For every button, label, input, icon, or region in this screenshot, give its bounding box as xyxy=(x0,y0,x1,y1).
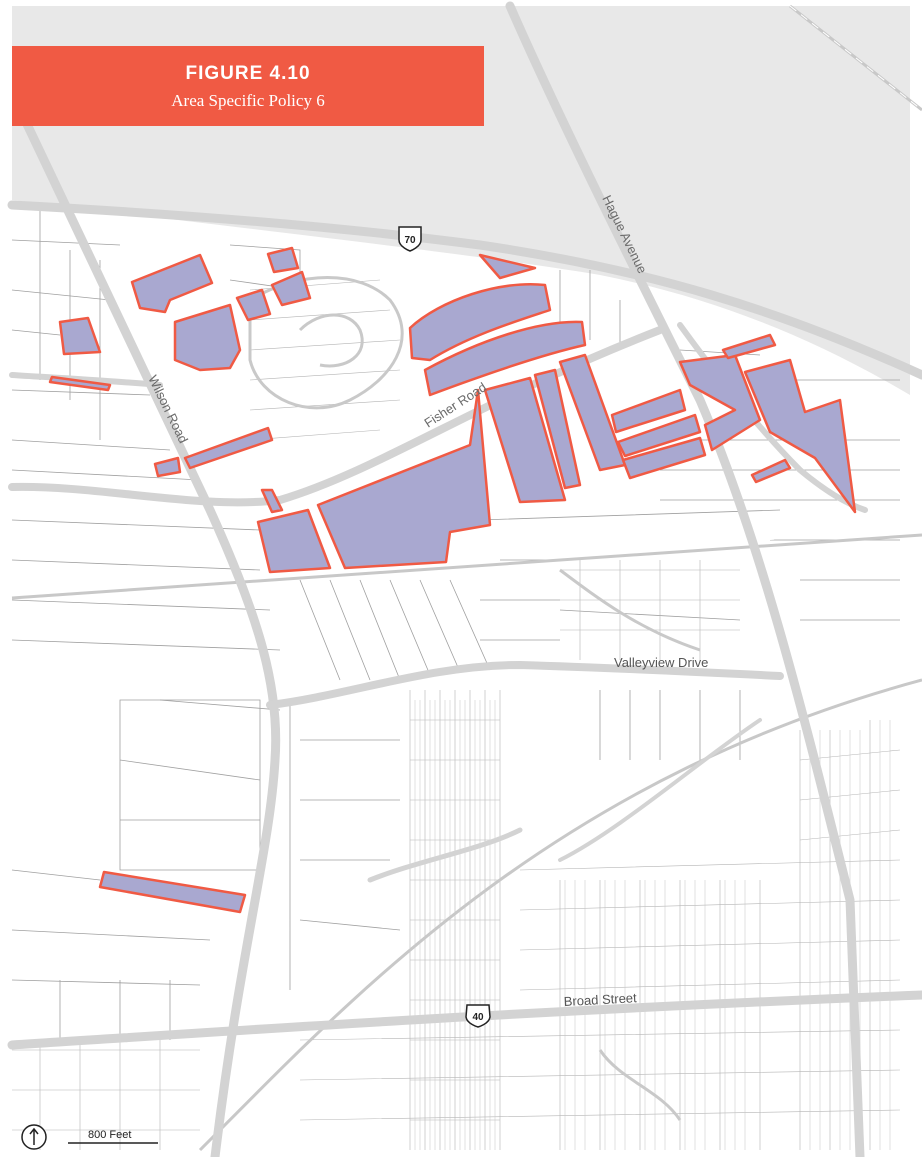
policy-parcel xyxy=(48,375,112,392)
figure-number: FIGURE 4.10 xyxy=(185,63,311,84)
scale-bar: 800 Feet xyxy=(68,1129,158,1144)
policy-parcel xyxy=(130,253,214,314)
interstate-shield-icon: 70 xyxy=(398,226,422,252)
policy-parcel xyxy=(621,436,707,480)
wilson-road xyxy=(20,115,281,1157)
north-arrow-icon xyxy=(21,1124,47,1150)
policy-parcel xyxy=(616,413,702,458)
policy-parcel xyxy=(270,270,312,307)
valleyview-drive xyxy=(266,660,784,709)
policy-parcel xyxy=(483,376,567,504)
policy-parcel xyxy=(423,320,587,397)
figure-subtitle: Area Specific Policy 6 xyxy=(171,91,325,110)
policy-parcel xyxy=(408,283,552,362)
railroads xyxy=(11,4,922,1152)
policy-parcel xyxy=(58,316,102,356)
broad-street-label: Broad Street xyxy=(563,990,637,1009)
policy-parcel xyxy=(266,246,300,274)
svg-text:40: 40 xyxy=(472,1012,484,1023)
policy-parcel xyxy=(256,508,332,574)
valleyview-drive-label: Valleyview Drive xyxy=(614,655,708,670)
policy-parcel xyxy=(678,353,762,452)
svg-text:70: 70 xyxy=(404,235,416,246)
policy-parcel xyxy=(316,388,492,570)
scale-label: 800 Feet xyxy=(88,1129,131,1141)
policy-parcel xyxy=(153,456,182,478)
policy-parcel xyxy=(235,288,272,322)
policy-parcels[interactable] xyxy=(48,246,857,914)
figure-title-box: FIGURE 4.10 Area Specific Policy 6 xyxy=(12,46,484,126)
policy-parcel xyxy=(98,870,247,914)
policy-parcel xyxy=(260,488,284,514)
interstate-70 xyxy=(7,200,922,380)
policy-parcel xyxy=(533,368,582,490)
policy-parcel xyxy=(183,426,274,470)
us-route-shield-icon: 40 xyxy=(465,1004,491,1028)
policy-parcel xyxy=(743,358,857,514)
policy-parcel xyxy=(478,253,537,280)
roads xyxy=(7,1,922,1157)
policy-parcel xyxy=(610,388,687,434)
policy-parcel xyxy=(173,303,242,372)
subdivision-streets xyxy=(248,276,701,1121)
hague-avenue xyxy=(505,1,865,1157)
policy-parcel xyxy=(750,458,792,484)
policy-parcel xyxy=(721,333,777,360)
wilson-road-label: Wilson Road xyxy=(145,373,191,446)
residential-grid xyxy=(12,279,901,1150)
broad-street xyxy=(7,990,922,1050)
